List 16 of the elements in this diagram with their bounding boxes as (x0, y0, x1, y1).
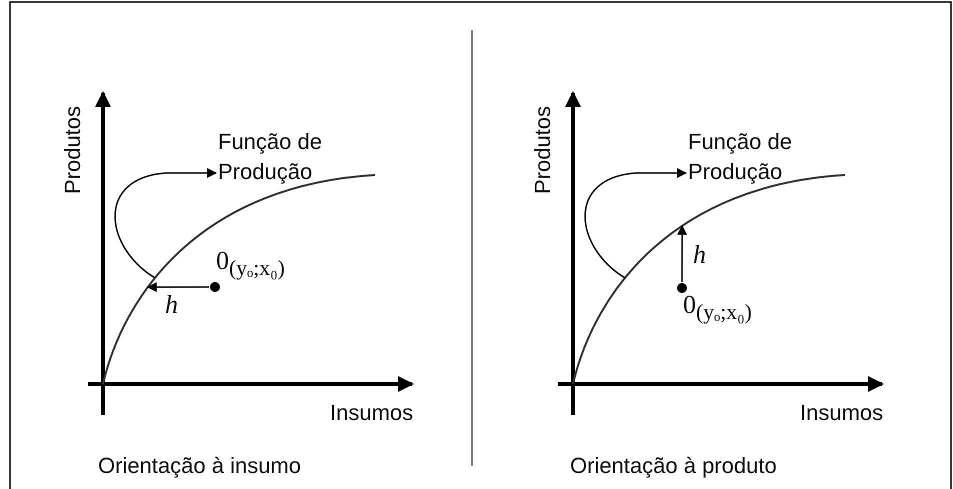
edge-label: h (165, 290, 178, 320)
leader-arrow (584, 168, 687, 279)
panel-caption: Orientação à produto (570, 452, 777, 480)
edge-label: h (693, 240, 706, 270)
axis-title: Produtos (59, 106, 86, 194)
curve-label: Função de Produção (218, 127, 358, 187)
panel-caption: Orientação à insumo (98, 452, 301, 480)
point-label: 0$_{(yₒ;x₀)}$ (216, 246, 285, 282)
axis-title: Produtos (529, 106, 556, 194)
axis-title: Insumos (330, 399, 414, 427)
arrow (146, 282, 209, 292)
point-label: 0$_{(yₒ;x₀)}$ (683, 290, 752, 326)
axis-title: Insumos (800, 399, 884, 427)
leader-arrow (114, 168, 217, 279)
arrow (677, 224, 688, 282)
curve-label: Função de Produção (688, 127, 828, 187)
